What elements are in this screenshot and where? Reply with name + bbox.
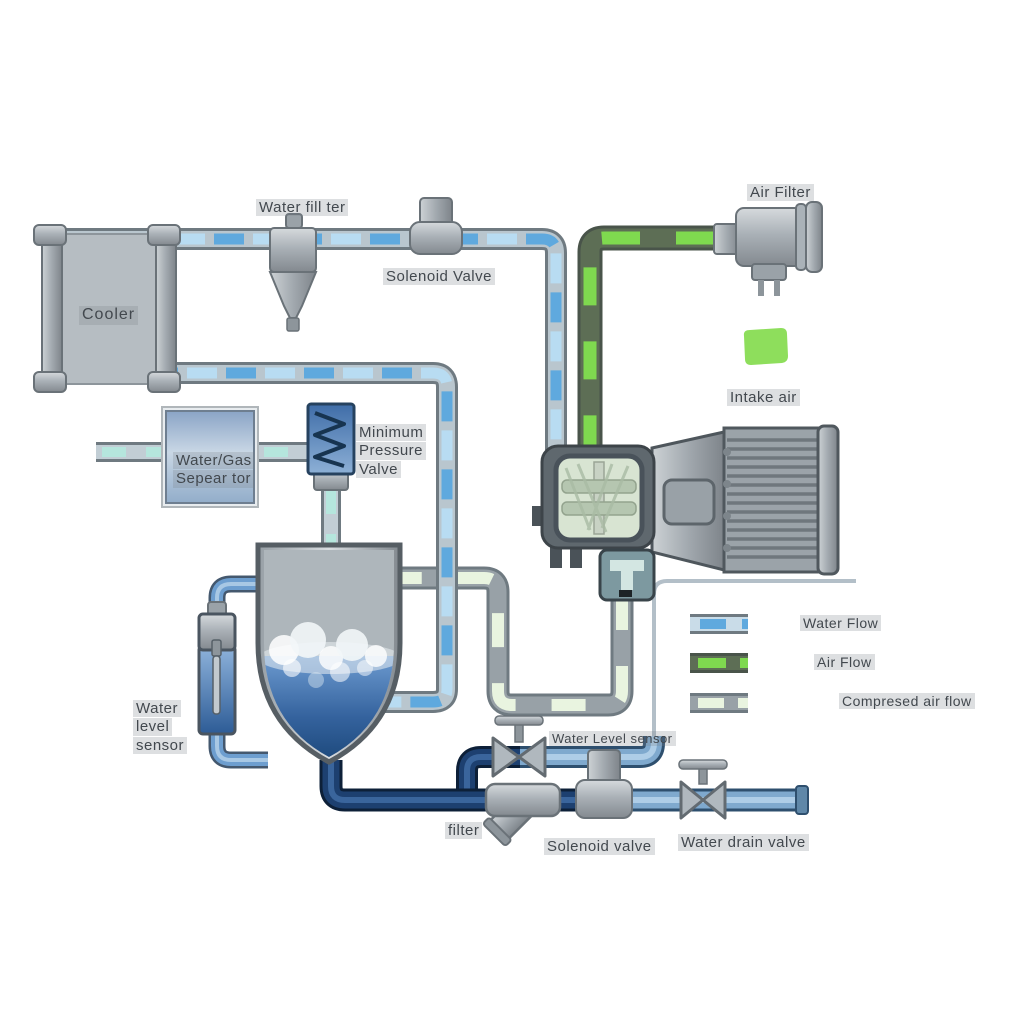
motor bbox=[722, 424, 840, 576]
compressor-assembly bbox=[532, 424, 840, 602]
separator-tank bbox=[255, 542, 403, 765]
minimum-pressure-valve-label: Minimum Pressure Valve bbox=[356, 424, 427, 479]
filter-bottom-label: filter bbox=[445, 822, 483, 840]
separator-label-line1: Water/Gas bbox=[173, 452, 255, 470]
intake-air-marker bbox=[743, 328, 788, 365]
water-level-sensor-bottom-label: Water Level sensor bbox=[549, 731, 676, 747]
minimum-pressure-valve bbox=[306, 402, 356, 491]
water-gas-separator bbox=[161, 406, 259, 508]
solenoid-valve-top-label: Solenoid Valve bbox=[383, 268, 495, 286]
water-filter bbox=[268, 213, 318, 332]
sensor-label-line3: sensor bbox=[133, 736, 188, 755]
cooler bbox=[33, 224, 181, 393]
discharge-check-valve bbox=[598, 548, 656, 602]
solenoid-valve-bottom bbox=[575, 749, 633, 819]
cooler-label: Cooler bbox=[79, 306, 139, 325]
solenoid-valve-bottom-label: Solenoid valve bbox=[544, 838, 655, 856]
sensor-label-line1: Water bbox=[133, 700, 181, 718]
water-filter-label: Water fill ter bbox=[256, 199, 349, 217]
legend-compressed-air-label: Compresed air flow bbox=[839, 693, 975, 710]
y-strainer-filter bbox=[482, 782, 562, 847]
level-sensor-pipes bbox=[208, 575, 268, 769]
intake-air-pipe bbox=[577, 225, 722, 450]
solenoid-valve-top bbox=[409, 197, 463, 255]
water-level-sensor-left-label: Water level sensor bbox=[133, 700, 188, 755]
sensor-label-line2: level bbox=[133, 718, 173, 736]
legend-air-flow-label: Air Flow bbox=[814, 654, 875, 671]
cooler-return-pipe bbox=[58, 362, 458, 713]
separator-outlet-pipes bbox=[96, 442, 341, 552]
mpv-label-line2: Pressure bbox=[356, 442, 427, 460]
water-level-sensor-left bbox=[197, 601, 237, 736]
drain-pipes bbox=[319, 736, 809, 815]
mpv-label-line3: Valve bbox=[356, 460, 401, 479]
top-water-pipe bbox=[58, 228, 567, 450]
legend-water-flow-label: Water Flow bbox=[800, 615, 882, 632]
air-filter bbox=[713, 201, 823, 296]
compressed-air-pipe bbox=[390, 566, 634, 717]
separator-label: Water/Gas Sepear tor bbox=[173, 452, 255, 489]
air-filter-label: Air Filter bbox=[747, 184, 814, 202]
branch-gate-valve bbox=[491, 715, 547, 778]
water-drain-valve bbox=[678, 759, 728, 820]
separator-label-line2: Sepear tor bbox=[173, 470, 255, 488]
air-end bbox=[532, 444, 656, 568]
mpv-label-line1: Minimum bbox=[356, 424, 427, 442]
intake-air-label: Intake air bbox=[727, 389, 800, 407]
water-drain-valve-label: Water drain valve bbox=[678, 834, 809, 852]
